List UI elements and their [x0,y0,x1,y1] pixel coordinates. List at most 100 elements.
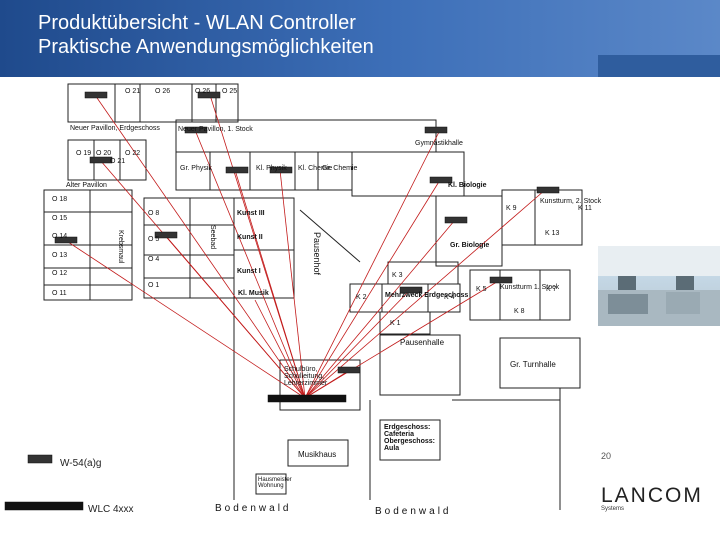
ap-icon [489,276,513,284]
room-o8: O 8 [148,210,160,217]
room-kl-chemie: Kl. Chemie [298,165,333,172]
label-seebad: Seebad [209,225,216,250]
room-musikhaus: Musikhaus [298,450,337,459]
room-kunst2: Kunst II [237,234,263,241]
page-number: 20 [601,451,612,461]
wlan-links [64,94,546,399]
room-o25: O 25 [222,88,238,95]
room-k13: K 13 [545,230,560,237]
ap-icon [154,231,178,239]
room-o5: O 5 [148,236,160,243]
ap-icon [54,236,78,244]
room-kunstturm-1: Kunstturm 1. Stock [500,284,560,291]
ap-icon [184,126,208,134]
room-o15: O 15 [52,215,68,222]
room-gr-biologie: Gr. Biologie [450,242,490,249]
room-o4: O 4 [148,256,160,263]
label-bodenwald-1: Bodenwald [215,503,292,514]
room-o26b: O 26 [195,88,211,95]
label-pausenhof: Pausenhof [312,232,322,276]
ap-icon [444,216,468,224]
room-k5: K 5 [476,286,487,293]
wall-hausmeister [255,473,287,495]
room-k3: K 3 [392,272,403,279]
room-o11: O 11 [52,290,67,297]
lancom-logo: LANCOM [601,484,703,507]
legend-ap-icon [27,454,53,464]
wall-erdgeschoss [379,419,441,461]
wall-gymnastik [175,119,437,153]
room-gr-turnhalle: Gr. Turnhalle [510,360,556,369]
wall-musikhaus [287,439,349,467]
room-k8: K 8 [514,308,525,315]
label-bodenwald-2: Bodenwald [375,506,452,517]
room-k4: K 4 [444,294,455,301]
room-o26a: O 26 [155,88,171,95]
header-side-block [598,55,720,77]
ap-icon [429,176,453,184]
label-gymnastikhalle: Gymnastikhalle [415,140,463,147]
room-o20: O 20 [96,150,112,157]
room-o21: O 21 [125,88,141,95]
office-photo [598,246,720,326]
ap-icon [536,186,560,194]
ap-icon [225,166,249,174]
photo-illustration [598,246,720,326]
room-o12: O 12 [52,270,68,277]
legend-ap-label: W-54(a)g [60,458,102,469]
ap-icon [269,166,293,174]
access-points [4,91,560,511]
wall-gr-turnhalle [499,337,581,389]
room-o14: O 14 [52,233,68,240]
room-o21b: O 21 [110,158,126,165]
ap-icon [197,91,221,99]
room-k7: K 7 [546,286,557,293]
wall-alter-pavillon-top [67,139,147,181]
room-k2: K 2 [356,294,367,301]
room-k9: K 9 [506,205,517,212]
legend-controller-icon [4,501,84,511]
wall-pausenhalle [379,334,461,396]
wall-kunstturm-1 [469,269,571,321]
ap-icon [424,126,448,134]
room-o13: O 13 [52,252,68,259]
room-kunst1: Kunst I [237,268,261,275]
room-gr-chemie: Gr. Chemie [322,165,358,172]
room-kl-musik: Kl. Musik [238,290,269,297]
ap-icon [89,156,113,164]
title-line-2: Praktische Anwendungsmöglichkeiten [38,36,374,58]
wall-schulbuero [279,359,361,411]
room-o22: O 22 [125,150,141,157]
legend-controller-label: WLC 4xxx [88,504,134,515]
room-k11: K 11 [578,205,592,212]
room-kunstturm-2: Kunstturm, 2. Stock [540,198,602,205]
wall-neuer-pavillon-top [67,83,239,123]
room-erdgeschoss: Erdgeschoss: Cafeteria Obergeschoss: Aul… [384,424,435,452]
room-gr-physik: Gr. Physik [180,165,212,172]
room-o18: O 18 [52,196,68,203]
room-kunst3: Kunst III [237,210,265,217]
room-pausenhalle: Pausenhalle [400,338,445,347]
label-neuer-pavillon-eg: Neuer Pavillon, Erdgeschoss [70,125,160,132]
label-alter-pavillon: Alter Pavillon [66,182,107,189]
room-o1: O 1 [148,282,160,289]
lancom-logo-sub: Systems [601,506,625,512]
room-o19: O 19 [76,150,92,157]
label-neuer-pavillon-1: Neuer Pavillon, 1. Stock [178,126,253,133]
building-walls [43,83,583,510]
room-mehrzweck: Mehrzweck Erdgeschoss [385,292,469,299]
label-krebsmaul: Krebsmaul [117,230,124,264]
wall-biologie [351,151,465,197]
room-kl-physik: Kl. Physik [256,165,287,172]
room-schulbuero: Schulbüro, Schulleitung, Lehrerzimmer [284,366,328,387]
ap-icon [399,286,423,294]
wall-k1 [379,311,431,335]
ap-icon [84,91,108,99]
title-line-1: Produktübersicht - WLAN Controller [38,12,356,34]
room-k1: K 1 [390,320,401,327]
ap-icon [337,366,361,374]
controller-icon [267,394,347,403]
room-hausmeister: Hausmeister Wohnung [258,477,292,489]
header-bar: Produktübersicht - WLAN Controller Prakt… [0,0,720,77]
